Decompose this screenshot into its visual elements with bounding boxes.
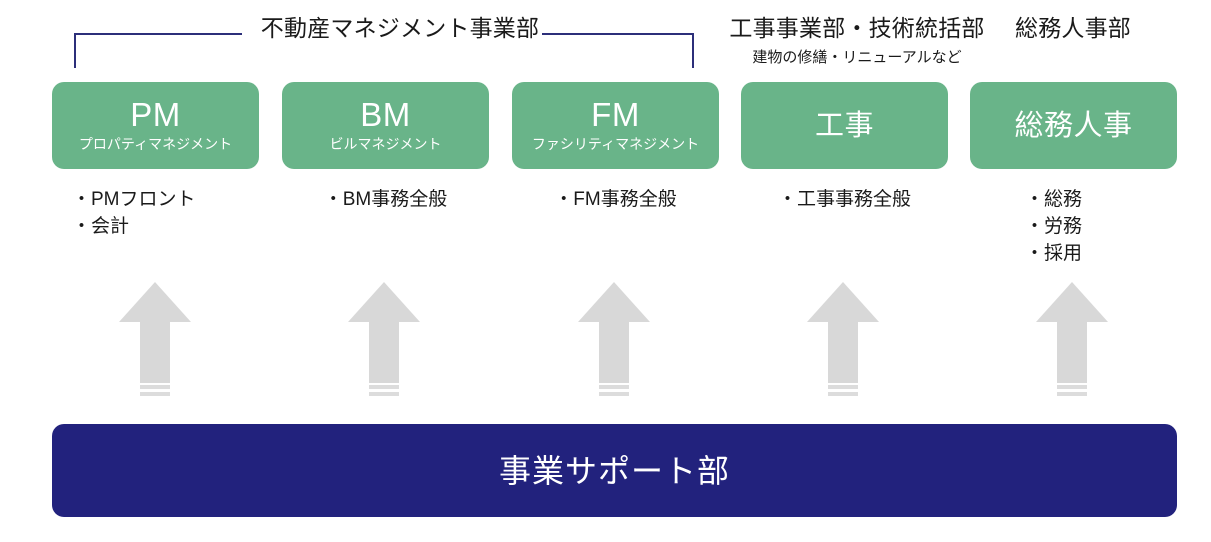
arrow-up-icon: [1022, 282, 1122, 397]
arrow-tail-stripe: [599, 385, 629, 389]
bracket-tick-left: [74, 33, 76, 68]
department-box-fm[interactable]: FM ファシリティマネジメント: [512, 82, 719, 169]
support-division-bar[interactable]: 事業サポート部: [52, 424, 1177, 517]
duty-item: ・BM事務全般: [323, 189, 448, 210]
arrow-head: [578, 282, 650, 322]
department-fullname: ビルマネジメント: [329, 136, 442, 152]
department-abbr: BM: [360, 96, 411, 133]
arrow-tail-stripe: [828, 385, 858, 389]
bracket-tick-right: [692, 33, 694, 68]
department-fullname: ファシリティマネジメント: [531, 136, 700, 152]
bracket-line-left: [74, 33, 242, 35]
arrow-up-icon: [105, 282, 205, 397]
department-abbr: FM: [591, 96, 640, 133]
duty-list-pm: ・PMフロント ・会計: [68, 186, 275, 240]
group-label-construction-technology: 工事事業部・技術統括部: [729, 15, 985, 41]
bracket-line-right: [542, 33, 694, 35]
department-fullname: プロパティマネジメント: [78, 136, 233, 152]
arrow-tail-stripe: [599, 392, 629, 396]
arrow-tail-stripe: [828, 392, 858, 396]
duty-item: ・総務: [1025, 189, 1083, 210]
arrow-shaft: [369, 321, 399, 383]
arrow-tail-stripe: [1057, 392, 1087, 396]
duty-item: ・PMフロント: [72, 189, 196, 210]
arrow-tail-stripe: [1057, 385, 1087, 389]
duty-item: ・工事事務全般: [777, 189, 911, 210]
group-label-real-estate-management: 不動産マネジメント事業部: [260, 15, 540, 41]
arrow-tail-stripe: [140, 392, 170, 396]
duty-item: ・労務: [1025, 216, 1083, 237]
arrow-head: [807, 282, 879, 322]
duty-item: ・会計: [72, 216, 130, 237]
arrow-up-icon: [564, 282, 664, 397]
arrow-tail-stripe: [369, 385, 399, 389]
department-abbr: PM: [130, 96, 181, 133]
arrow-head: [1036, 282, 1108, 322]
support-division-label: 事業サポート部: [498, 452, 730, 489]
duty-list-fm: ・FM事務全般: [512, 186, 719, 213]
arrow-shaft: [140, 321, 170, 383]
duty-list-general-affairs-hr: ・総務 ・労務 ・採用: [1025, 186, 1211, 267]
arrow-head: [119, 282, 191, 322]
department-box-bm[interactable]: BM ビルマネジメント: [282, 82, 489, 169]
duty-list-construction: ・工事事務全般: [741, 186, 948, 213]
department-box-general-affairs-hr[interactable]: 総務人事: [970, 82, 1177, 169]
group-sublabel-construction-technology: 建物の修繕・リニューアルなど: [752, 49, 962, 66]
duty-item: ・FM事務全般: [554, 189, 677, 210]
arrow-shaft: [1057, 321, 1087, 383]
department-abbr: 工事: [814, 109, 874, 142]
duty-list-bm: ・BM事務全般: [282, 186, 489, 213]
group-label-general-affairs-hr: 総務人事部: [1015, 15, 1131, 41]
arrow-shaft: [828, 321, 858, 383]
arrow-up-icon: [793, 282, 893, 397]
arrow-up-icon: [334, 282, 434, 397]
department-box-pm[interactable]: PM プロパティマネジメント: [52, 82, 259, 169]
duty-item: ・採用: [1025, 243, 1083, 264]
arrow-shaft: [599, 321, 629, 383]
department-abbr: 総務人事: [1014, 109, 1133, 142]
arrow-head: [348, 282, 420, 322]
department-box-construction[interactable]: 工事: [741, 82, 948, 169]
arrow-tail-stripe: [369, 392, 399, 396]
arrow-tail-stripe: [140, 385, 170, 389]
